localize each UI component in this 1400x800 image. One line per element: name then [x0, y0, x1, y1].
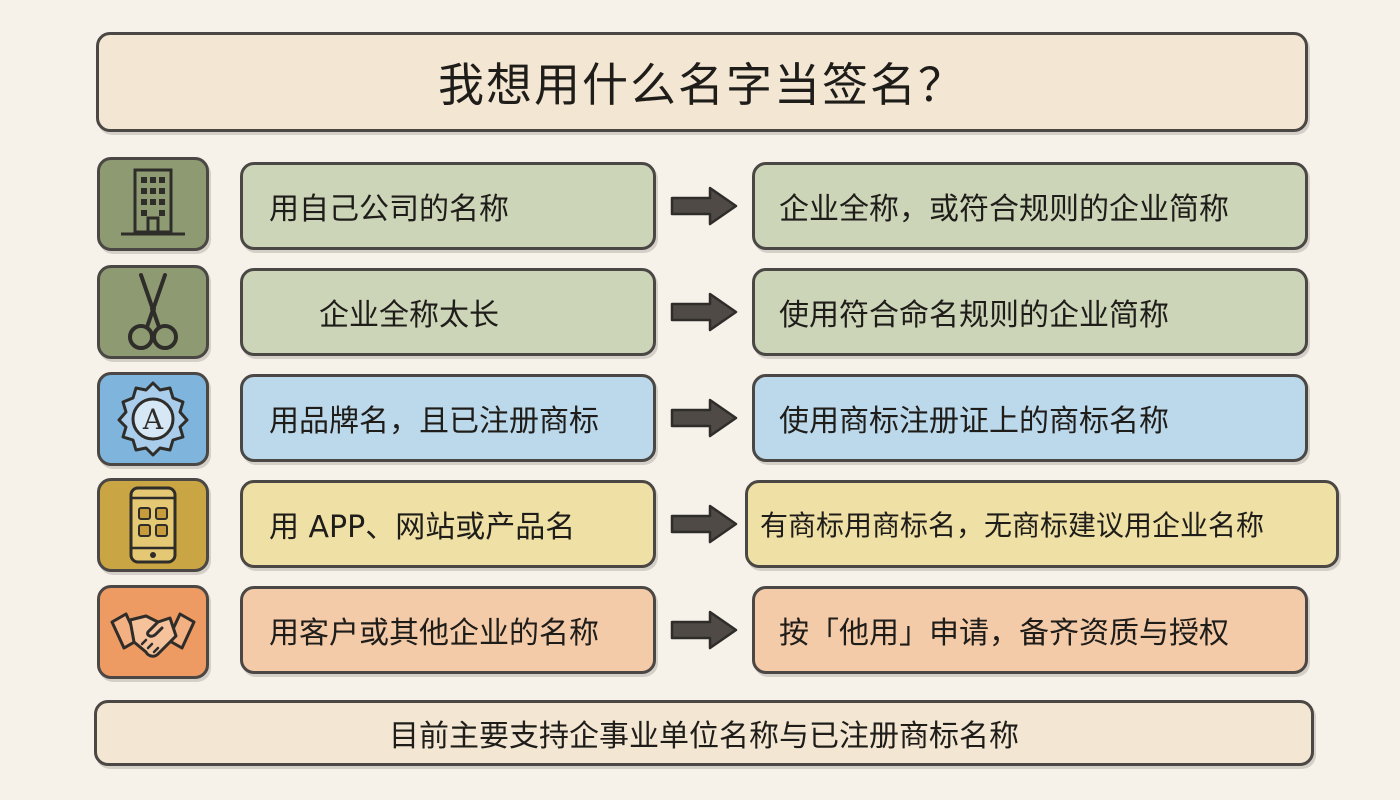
row-1-condition-label: 用自己公司的名称	[269, 192, 509, 227]
row-3-icon-tile: A	[97, 372, 209, 466]
trademark-seal-icon: A	[117, 381, 189, 457]
row-1-result-label: 企业全称，或符合规则的企业简称	[779, 192, 1229, 227]
row-4-icon-tile	[97, 478, 209, 572]
arrow-right-icon	[670, 398, 738, 438]
row-2-result: 使用符合命名规则的企业简称	[752, 268, 1308, 356]
row-5-icon-tile	[97, 585, 209, 679]
building-icon	[121, 168, 185, 236]
row-4-result-label: 有商标用商标名，无商标建议用企业名称	[760, 509, 1265, 542]
row-1-condition: 用自己公司的名称	[240, 162, 656, 250]
row-3-result: 使用商标注册证上的商标名称	[752, 374, 1308, 462]
row-1-icon-tile	[97, 157, 209, 251]
title-banner: 我想用什么名字当签名？	[96, 32, 1308, 132]
row-5-condition-label: 用客户或其他企业的名称	[269, 616, 599, 651]
footer-note: 目前主要支持企事业单位名称与已注册商标名称	[94, 700, 1314, 766]
smartphone-app-icon	[129, 486, 177, 564]
row-5-condition: 用客户或其他企业的名称	[240, 586, 656, 674]
row-4-condition-label: 用 APP、网站或产品名	[269, 510, 576, 545]
row-3-condition: 用品牌名，且已注册商标	[240, 374, 656, 462]
footer-text: 目前主要支持企事业单位名称与已注册商标名称	[389, 719, 1019, 754]
row-2-condition-label: 企业全称太长	[319, 298, 499, 333]
row-2-icon-tile	[97, 265, 209, 359]
arrow-right-icon	[670, 292, 738, 332]
svg-text:A: A	[142, 403, 164, 436]
row-4-condition: 用 APP、网站或产品名	[240, 480, 656, 568]
row-3-result-label: 使用商标注册证上的商标名称	[779, 404, 1169, 439]
arrow-right-icon	[670, 504, 738, 544]
row-1-result: 企业全称，或符合规则的企业简称	[752, 162, 1308, 250]
handshake-icon	[110, 612, 196, 658]
row-2-condition: 企业全称太长	[240, 268, 656, 356]
row-2-result-label: 使用符合命名规则的企业简称	[779, 298, 1169, 333]
arrow-right-icon	[670, 610, 738, 650]
row-5-result-label: 按「他用」申请，备齐资质与授权	[779, 616, 1229, 651]
row-3-condition-label: 用品牌名，且已注册商标	[269, 404, 599, 439]
arrow-right-icon	[670, 186, 738, 226]
page-title: 我想用什么名字当签名？	[438, 58, 966, 112]
scissors-icon	[128, 273, 178, 350]
row-5-result: 按「他用」申请，备齐资质与授权	[752, 586, 1308, 674]
row-4-result: 有商标用商标名，无商标建议用企业名称	[745, 480, 1339, 568]
